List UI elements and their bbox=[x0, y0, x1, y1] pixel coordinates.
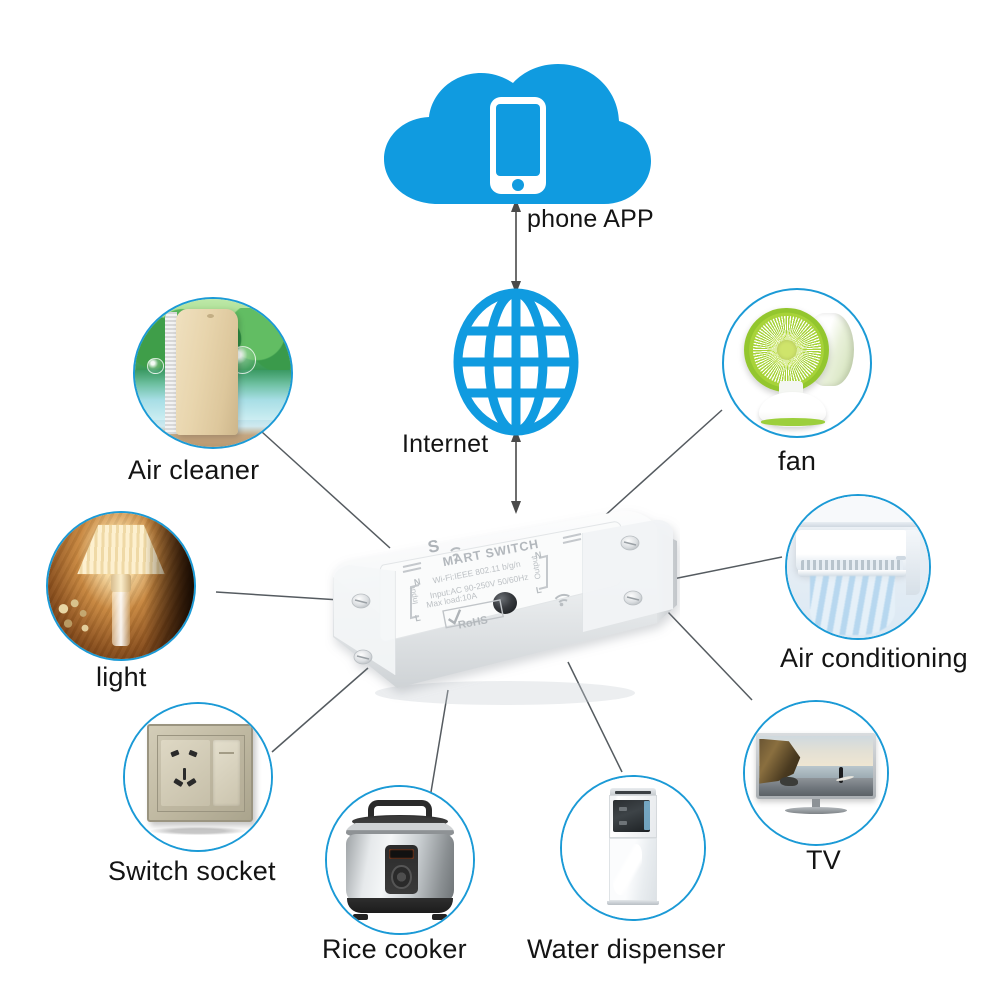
internet-node bbox=[452, 288, 580, 436]
label-air-conditioning: Air conditioning bbox=[780, 643, 968, 673]
label-switch-socket: Switch socket bbox=[108, 856, 276, 886]
appliance-photo-light bbox=[46, 511, 196, 661]
appliance-photo-rice-cooker bbox=[325, 785, 475, 935]
line-to-air-conditioning bbox=[657, 556, 783, 583]
line-to-switch-socket bbox=[271, 667, 369, 753]
line-to-fan bbox=[599, 409, 723, 521]
label-water-dispenser: Water dispenser bbox=[527, 934, 726, 964]
line-to-rice-cooker bbox=[429, 689, 449, 799]
label-light: light bbox=[96, 662, 147, 692]
cloud-node bbox=[380, 62, 655, 212]
phone-app-label: phone APP bbox=[527, 205, 654, 233]
label-rice-cooker: Rice cooker bbox=[322, 934, 467, 964]
appliance-photo-tv bbox=[743, 700, 889, 846]
label-air-cleaner: Air cleaner bbox=[128, 455, 260, 485]
smart-switch-device: S MART SWITCH Wi-Fi:IEEE 802.11 b/g/n In… bbox=[325, 505, 680, 705]
device-output-l: L bbox=[535, 584, 543, 596]
globe-device-arrow bbox=[511, 429, 521, 514]
device-input-l: L bbox=[414, 612, 422, 624]
label-fan: fan bbox=[778, 446, 817, 476]
label-tv: TV bbox=[806, 845, 841, 875]
appliance-photo-fan bbox=[722, 288, 872, 438]
globe-icon bbox=[453, 288, 579, 436]
appliance-photo-switch-socket bbox=[123, 702, 273, 852]
appliance-photo-air-cleaner bbox=[133, 297, 293, 449]
cloud-icon bbox=[384, 64, 651, 204]
line-to-water-dispenser bbox=[567, 661, 623, 773]
line-to-air-cleaner bbox=[261, 431, 391, 549]
appliance-photo-water-dispenser bbox=[560, 775, 706, 921]
internet-label: Internet bbox=[402, 430, 489, 458]
smart-switch-body bbox=[333, 510, 677, 705]
appliance-photo-air-conditioning bbox=[785, 494, 931, 640]
line-to-tv bbox=[667, 611, 753, 701]
cloud-globe-arrow bbox=[511, 199, 521, 294]
line-to-light bbox=[215, 591, 341, 601]
